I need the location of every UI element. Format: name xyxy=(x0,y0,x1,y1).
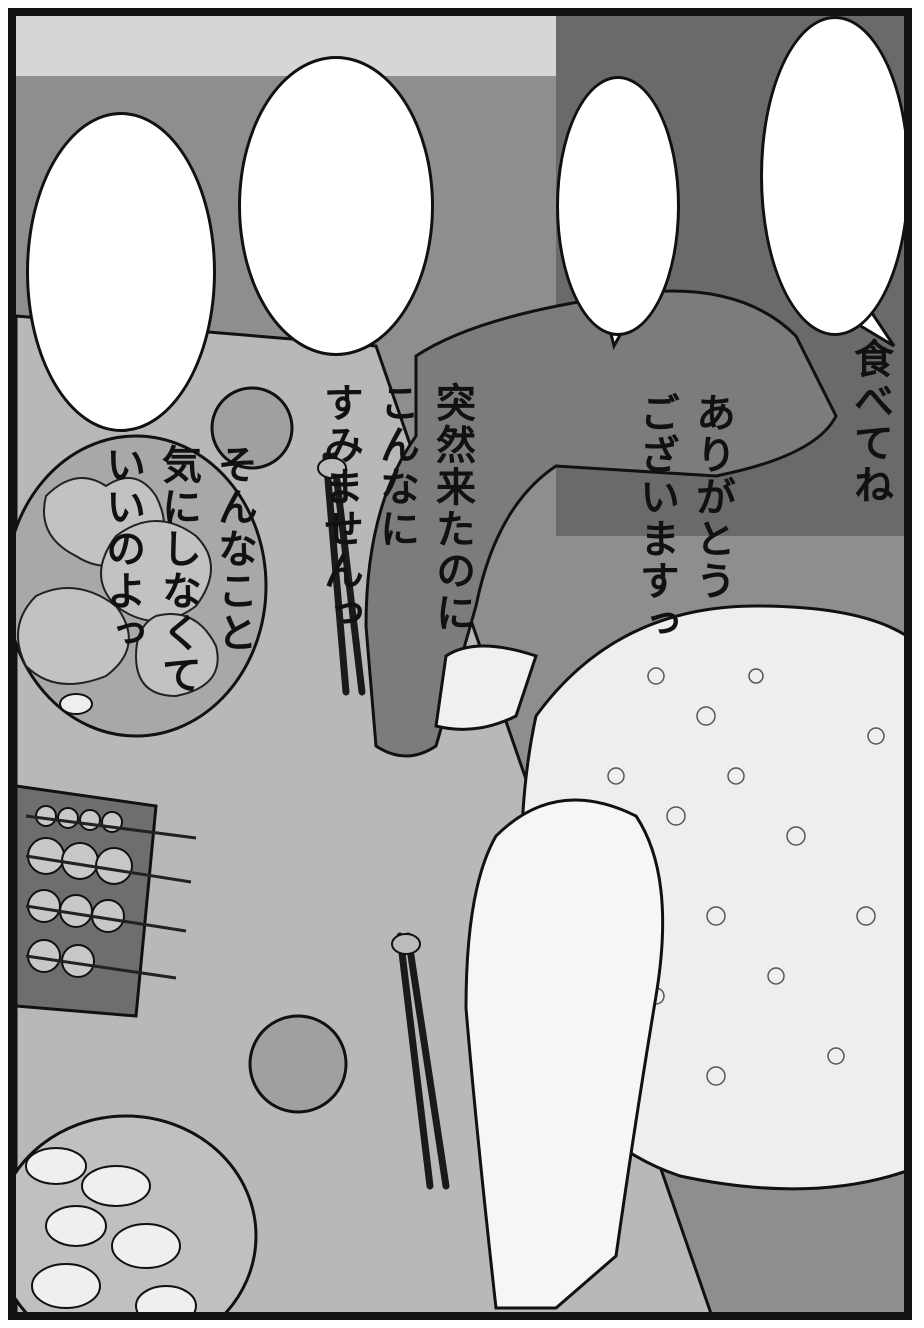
small-dish-top xyxy=(210,386,294,470)
chopstick-rest-bottom xyxy=(391,933,421,955)
fried-chicken xyxy=(17,477,219,698)
line: どんどん xyxy=(903,338,912,506)
lemon-wedge xyxy=(59,693,93,715)
line: 突然来たのに xyxy=(429,382,475,634)
line: こんなに xyxy=(373,382,419,550)
line: いいのよっ xyxy=(99,444,145,654)
line: すみませんっ xyxy=(317,382,363,634)
speech-bubble-hora xyxy=(760,16,904,336)
line: ありがとう xyxy=(689,392,735,602)
line: 食べてね xyxy=(847,338,893,506)
line: ございますっ xyxy=(633,392,679,644)
sock-left xyxy=(434,644,538,731)
speech-bubble-sonna xyxy=(26,112,216,432)
chopsticks-top xyxy=(322,452,366,696)
line: そんなこと xyxy=(211,444,257,654)
manga-panel: ほら どんどん 食べてね ありがとう ございますっ 突然来たのに こんなに すみ… xyxy=(8,8,912,1320)
foreground-leg xyxy=(464,798,665,1310)
chopsticks-bottom xyxy=(396,932,450,1190)
wall xyxy=(16,16,576,76)
speech-text-totsuzen: 突然来たのに こんなに すみませんっ xyxy=(256,94,536,634)
line: 気にしなくて xyxy=(155,444,201,696)
chopstick-rest-top xyxy=(317,457,347,479)
small-dish-bottom xyxy=(248,1014,348,1114)
speech-bubble-totsuzen xyxy=(238,56,434,356)
potato-slices xyxy=(25,1147,197,1312)
skewer-sticks xyxy=(25,814,197,980)
speech-bubble-arigatou xyxy=(556,76,680,336)
speech-text-sonna: そんなこと 気にしなくて いいのよっ xyxy=(38,156,318,696)
speech-text-hora: ほら どんどん 食べてね xyxy=(786,50,904,506)
speech-text-arigatou: ありがとう ございますっ xyxy=(572,104,796,644)
